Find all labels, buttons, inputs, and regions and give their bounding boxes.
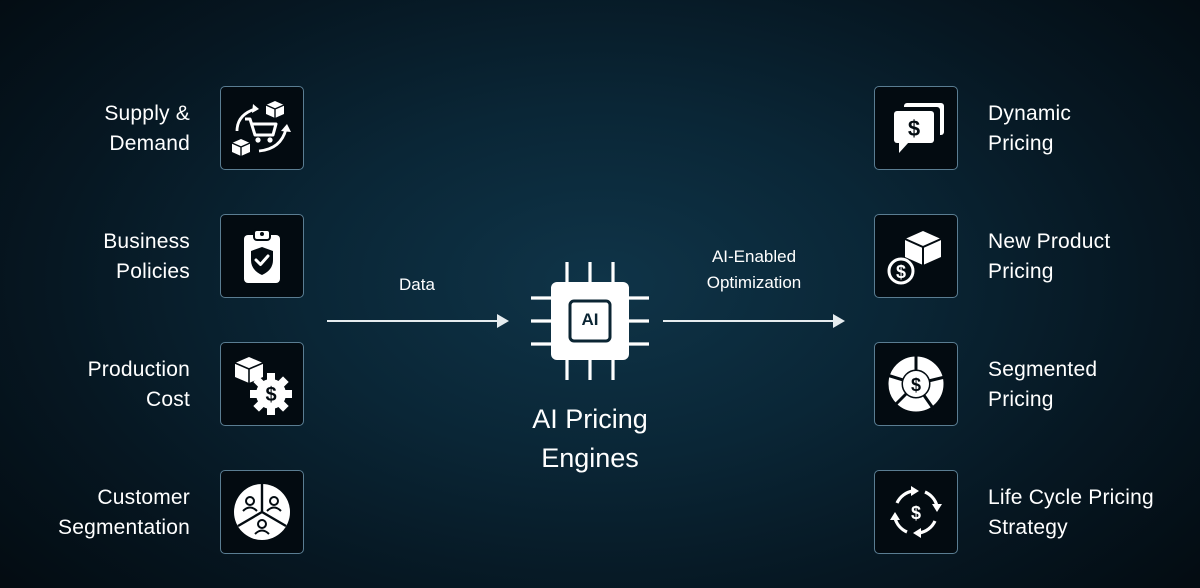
chip-ai-text: AI bbox=[581, 310, 599, 329]
life-cycle-pricing-box: $ bbox=[874, 470, 958, 554]
optimization-arrow bbox=[663, 314, 845, 328]
optimization-arrow-label: AI-Enabled Optimization bbox=[706, 247, 802, 292]
output-label-dynamic-pricing: Dynamic Pricing bbox=[988, 102, 1072, 155]
svg-text:$: $ bbox=[908, 116, 920, 141]
input-label-business-policies: Business Policies bbox=[103, 230, 190, 283]
input-label-supply-demand: Supply & Demand bbox=[104, 102, 190, 155]
data-arrow bbox=[327, 314, 509, 328]
svg-text:$: $ bbox=[911, 503, 921, 523]
output-label-segmented-pricing: Segmented Pricing bbox=[988, 358, 1098, 411]
dynamic-pricing-box: $ bbox=[874, 86, 958, 170]
clipboard-shield-icon bbox=[244, 229, 280, 283]
price-chat-icon: $ bbox=[894, 103, 944, 153]
svg-text:$: $ bbox=[896, 262, 906, 282]
input-label-production-cost: Production Cost bbox=[87, 358, 190, 411]
data-arrow-label: Data bbox=[399, 275, 435, 294]
box-gear-dollar-icon: $ bbox=[234, 357, 292, 415]
supply-demand-icon bbox=[231, 101, 291, 156]
svg-text:$: $ bbox=[265, 384, 276, 406]
output-label-new-product-pricing: New Product Pricing bbox=[988, 230, 1111, 283]
business-policies-box bbox=[220, 214, 304, 298]
production-cost-box: $ bbox=[220, 342, 304, 426]
new-product-pricing-box: $ bbox=[874, 214, 958, 298]
input-label-customer-segmentation: Customer Segmentation bbox=[58, 486, 190, 539]
segmented-donut-dollar-icon: $ bbox=[886, 354, 946, 412]
output-label-life-cycle-pricing: Life Cycle Pricing Strategy bbox=[988, 486, 1154, 539]
customer-segments-icon bbox=[234, 484, 290, 540]
segmented-pricing-box: $ bbox=[874, 342, 958, 426]
supply-demand-box bbox=[220, 86, 304, 170]
svg-text:$: $ bbox=[911, 375, 921, 395]
box-dollar-icon: $ bbox=[887, 231, 942, 285]
customer-segmentation-box bbox=[220, 470, 304, 554]
ai-chip-icon bbox=[531, 262, 649, 380]
center-title: AI Pricing Engines bbox=[532, 404, 648, 473]
cycle-dollar-icon: $ bbox=[890, 486, 942, 538]
